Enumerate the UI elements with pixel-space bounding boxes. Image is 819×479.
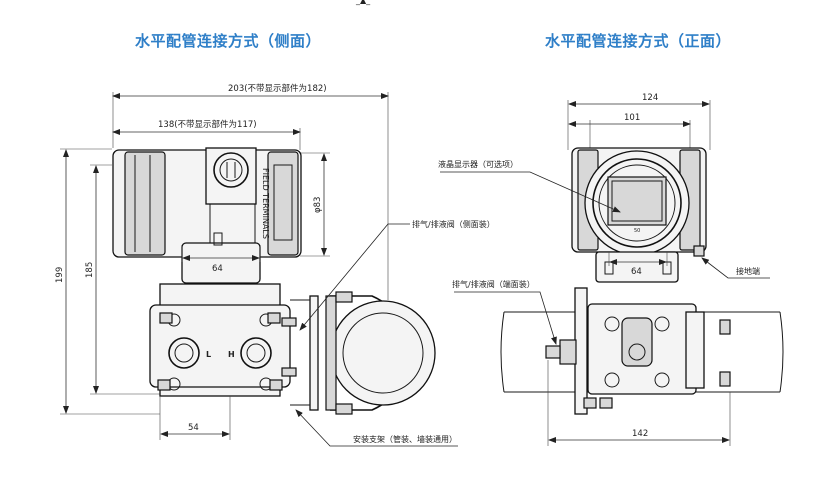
label-display: 液晶显示器（可选项） [438, 159, 518, 169]
ground-terminal [693, 245, 705, 257]
port-high-label: H [228, 350, 235, 359]
vent-valve-side [281, 317, 297, 327]
port-low-label: L [206, 350, 211, 359]
dim-bottom: 54 [188, 423, 199, 433]
dim-front-bottom: 142 [632, 429, 648, 439]
dim-height-total: 199 [55, 267, 65, 283]
dim-diameter: φ83 [313, 197, 323, 213]
side-view-title: 水平配管连接方式（侧面） [135, 32, 322, 50]
mounting-plate [309, 295, 319, 411]
front-view-drawing: 124 101 50 64 [438, 93, 784, 446]
dim-front-mid: 101 [624, 113, 640, 123]
dim-height-body: 185 [85, 262, 95, 278]
lcd-display [607, 176, 667, 226]
side-view-drawing: 203(不带显示部件为182) 138(不带显示部件为117) 199 185 … [55, 83, 495, 447]
front-view-title: 水平配管连接方式（正面） [545, 32, 732, 50]
label-bracket: 安装支架（管装、墙装通用） [353, 434, 457, 444]
cable-entry [205, 147, 257, 205]
display-mark: 50 [634, 228, 640, 234]
mounting-pipe [330, 300, 436, 406]
cropped-top-mark: _▲_ [355, 0, 371, 5]
vent-valve-end [545, 345, 561, 359]
label-vent-end: 排气/排液阀（端面装） [452, 279, 535, 289]
front-mounting-plate [574, 287, 588, 415]
dim-front-top: 124 [642, 93, 658, 103]
label-ground: 接地端 [736, 266, 760, 276]
housing-label: FIELD TERMINALS [261, 168, 270, 239]
cable-entry-gland [213, 152, 249, 188]
dim-overall-width: 203(不带显示部件为182) [228, 83, 327, 94]
dim-housing-width: 138(不带显示部件为117) [158, 119, 257, 130]
dim-front-flange: 64 [631, 267, 642, 277]
dim-flange: 64 [212, 264, 223, 274]
pressure-port-high [240, 337, 272, 369]
housing-neck [181, 242, 261, 284]
pressure-port-low [168, 337, 200, 369]
label-vent-side: 排气/排液阀（侧面装） [412, 219, 495, 229]
